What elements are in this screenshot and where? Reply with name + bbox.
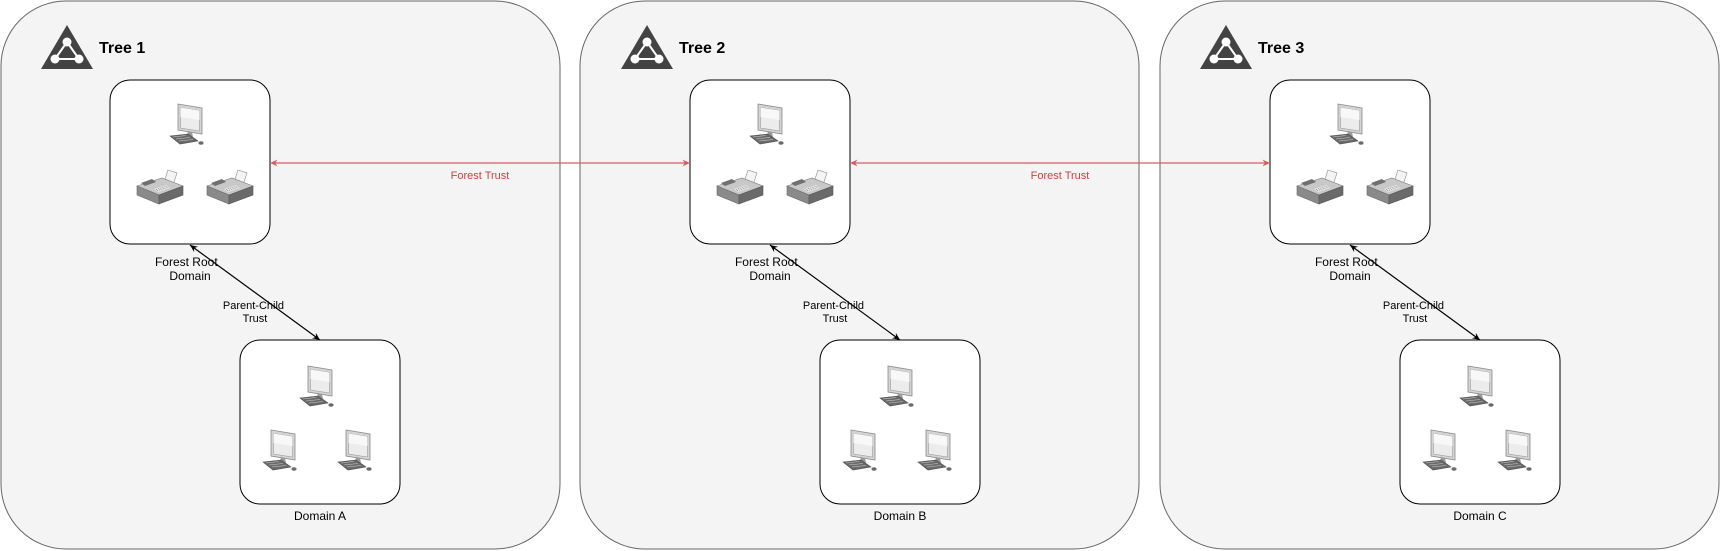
forest-trust-label: Forest Trust bbox=[451, 170, 510, 182]
tree-icon bbox=[1200, 25, 1252, 69]
fax-icon bbox=[136, 169, 184, 205]
forest-trust-connectors: Forest Trust Forest Trust bbox=[270, 159, 1270, 182]
child-domain-label: Domain C bbox=[1453, 509, 1507, 523]
computer-icon bbox=[917, 429, 952, 471]
device-icons bbox=[136, 103, 1532, 471]
forest-root-domain-box bbox=[1269, 79, 1431, 245]
computer-icon bbox=[299, 365, 334, 407]
fax-icon bbox=[206, 169, 254, 205]
child-domain-label: Domain B bbox=[874, 509, 927, 523]
child-domain-label: Domain A bbox=[294, 509, 346, 523]
computer-icon bbox=[842, 429, 877, 471]
forest-trust-label: Forest Trust bbox=[1031, 170, 1090, 182]
domain-labels: Forest Root Domain Forest Root Domain Fo… bbox=[155, 255, 1507, 523]
child-domain-box bbox=[819, 339, 981, 505]
parent-child-trust-label: Parent-Child Trust bbox=[803, 300, 867, 325]
computer-icon bbox=[262, 429, 297, 471]
computer-icon bbox=[749, 103, 784, 145]
forest-root-domain-label: Forest Root Domain bbox=[155, 255, 221, 283]
parent-child-trust-label: Parent-Child Trust bbox=[1383, 300, 1447, 325]
forest-root-domain-box bbox=[689, 79, 851, 245]
parent-child-trust-label: Parent-Child Trust bbox=[223, 300, 287, 325]
tree-icon bbox=[41, 25, 93, 69]
parent-child-trust-arrow bbox=[769, 244, 901, 341]
tree-title: Tree 3 bbox=[1258, 40, 1304, 57]
child-domain-box bbox=[239, 339, 401, 505]
parent-child-trust-arrow bbox=[1349, 244, 1481, 341]
fax-icon bbox=[716, 169, 764, 205]
tree-icon bbox=[621, 25, 673, 69]
fax-icon bbox=[1296, 169, 1344, 205]
tree-1-header: Tree 1 bbox=[41, 25, 145, 69]
computer-icon bbox=[169, 103, 204, 145]
fax-icon bbox=[1366, 169, 1414, 205]
computer-icon bbox=[879, 365, 914, 407]
computer-icon bbox=[1329, 103, 1364, 145]
tree-2-header: Tree 2 bbox=[621, 25, 725, 69]
fax-icon bbox=[786, 169, 834, 205]
tree-title: Tree 2 bbox=[679, 40, 725, 57]
child-domain-box bbox=[1399, 339, 1561, 505]
computer-icon bbox=[1497, 429, 1532, 471]
forest-root-domain-box bbox=[109, 79, 271, 245]
parent-child-trust-connectors: Parent-Child Trust Parent-Child Trust Pa… bbox=[189, 244, 1481, 341]
computer-icon bbox=[1422, 429, 1457, 471]
forest-root-domain-label: Forest Root Domain bbox=[735, 255, 801, 283]
forest-root-domain-label: Forest Root Domain bbox=[1315, 255, 1381, 283]
parent-child-trust-arrow bbox=[189, 244, 321, 341]
computer-icon bbox=[337, 429, 372, 471]
tree-3-header: Tree 3 bbox=[1200, 25, 1304, 69]
computer-icon bbox=[1459, 365, 1494, 407]
tree-title: Tree 1 bbox=[99, 40, 145, 57]
